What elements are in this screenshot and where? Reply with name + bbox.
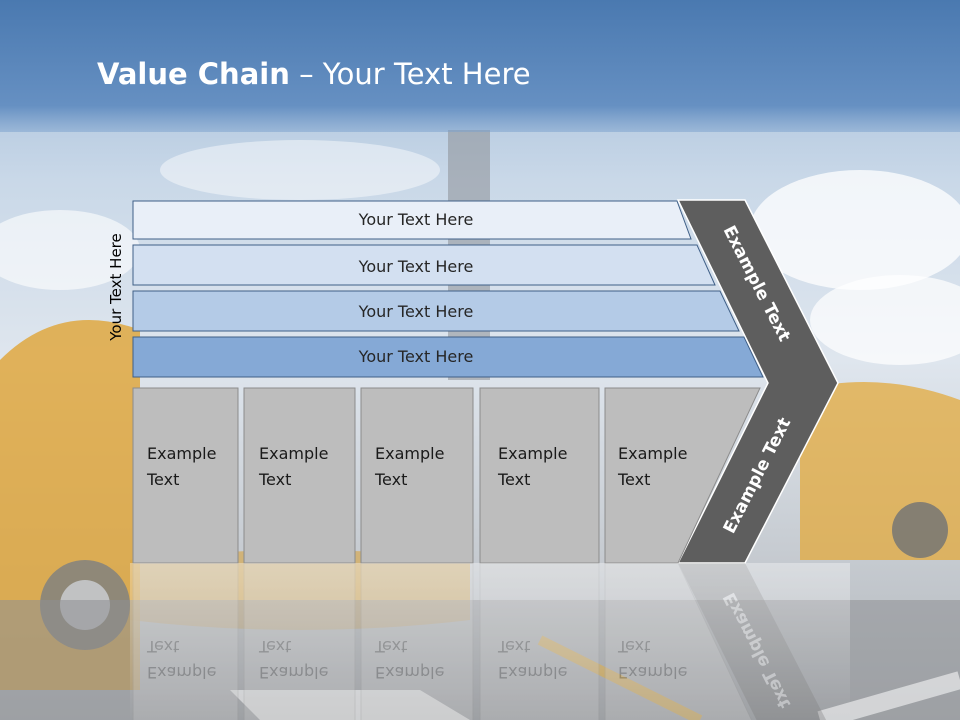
- box-3-line1: Example: [375, 444, 444, 463]
- band-4-label: Your Text Here: [358, 347, 474, 366]
- side-label: Your Text Here: [107, 233, 125, 341]
- box-3-line2: Text: [374, 470, 407, 489]
- box-4-line1: Example: [498, 444, 567, 463]
- band-1-label: Your Text Here: [358, 210, 474, 229]
- band-3-label: Your Text Here: [358, 302, 474, 321]
- box-2-line1: Example: [259, 444, 328, 463]
- band-2: Your Text Here: [132, 244, 716, 286]
- box-1-line1: Example: [147, 444, 216, 463]
- slide-title: Value Chain – Your Text Here: [97, 57, 531, 91]
- box-5-line2: Text: [617, 470, 650, 489]
- box-2: Example Text: [243, 387, 356, 564]
- box-4-line2: Text: [497, 470, 530, 489]
- band-4: Your Text Here: [132, 336, 764, 378]
- box-2-line2: Text: [258, 470, 291, 489]
- box-1-line2: Text: [146, 470, 179, 489]
- box-3: Example Text: [360, 387, 474, 564]
- box-1: Example Text: [132, 387, 239, 564]
- box-4: Example Text: [479, 387, 600, 564]
- title-bar: [0, 0, 960, 132]
- band-1: Your Text Here: [132, 200, 692, 240]
- band-3: Your Text Here: [132, 290, 740, 332]
- band-2-label: Your Text Here: [358, 257, 474, 276]
- box-5-line1: Example: [618, 444, 687, 463]
